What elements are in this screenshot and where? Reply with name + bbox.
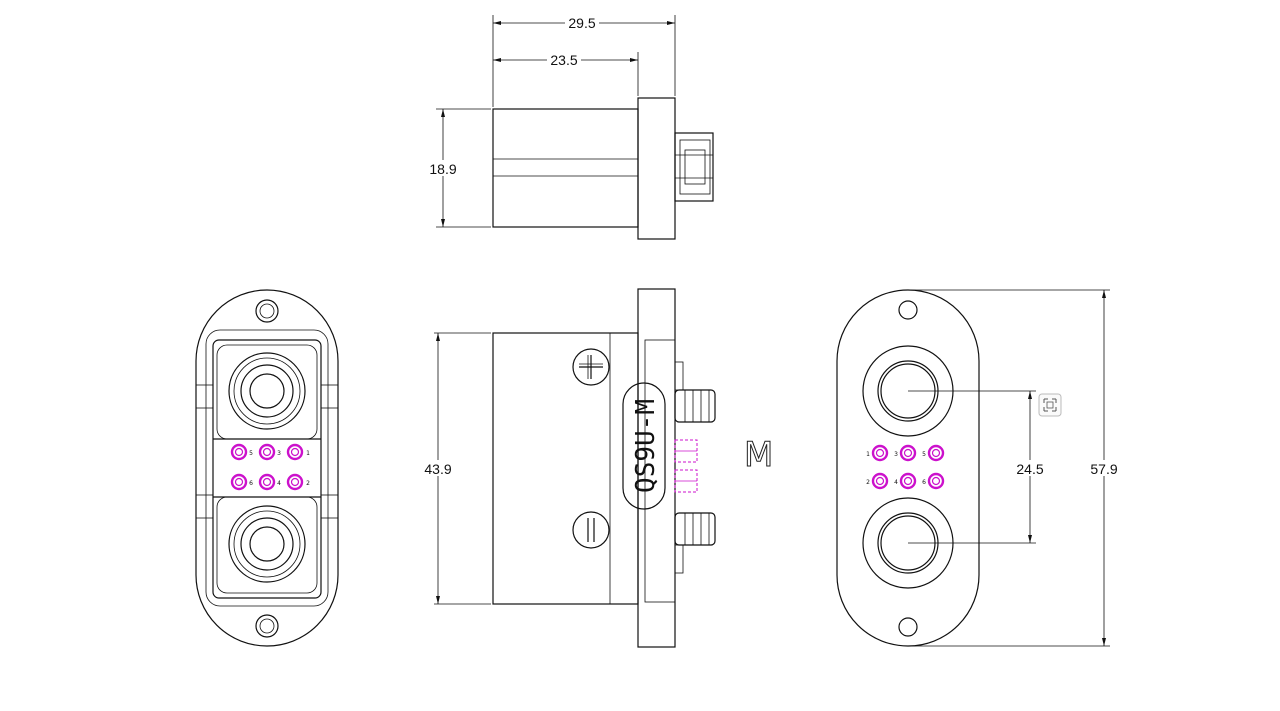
dim-label-overall-height: 57.9 [1090, 461, 1117, 477]
rear-terminal-bottom [674, 512, 716, 574]
front-housing [212, 339, 322, 599]
pin-number: 1 [306, 450, 310, 457]
front-view: 5 3 1 6 4 2 [195, 289, 339, 647]
model-label: QS9U-M [622, 382, 666, 510]
pin-number: 4 [894, 479, 898, 486]
dimension-side-height: 43.9 [421, 332, 491, 605]
pin-number: 4 [277, 480, 281, 487]
front-outer-plate [195, 289, 339, 647]
side-view-body [492, 332, 639, 605]
dimension-top-height: 18.9 [426, 108, 491, 228]
top-view-flange [637, 97, 676, 240]
front-mount-hole-top [255, 299, 279, 323]
rear-signal-pins: 1 3 5 2 4 6 [866, 444, 945, 490]
dim-label-top-height: 18.9 [429, 161, 456, 177]
pin-number: 1 [866, 451, 870, 458]
dimension-top-total: 29.5 [492, 15, 676, 107]
dim-label-body-width: 23.5 [550, 52, 577, 68]
top-view-body [492, 108, 639, 228]
dimension-overall-height: 57.9 [908, 289, 1121, 647]
top-view: 29.5 23.5 18.9 [426, 15, 714, 240]
variant-letter: M [744, 435, 773, 475]
pin-number: 3 [277, 450, 281, 457]
pin-number: 5 [922, 451, 926, 458]
rear-mount-hole-bottom [898, 617, 918, 637]
rear-mount-hole-top [898, 300, 918, 320]
front-power-socket-bottom [216, 496, 318, 594]
dimension-top-body: 23.5 [493, 52, 639, 96]
pin-number: 5 [249, 450, 253, 457]
plus-symbol-icon [572, 348, 610, 386]
rear-view: 1 3 5 2 4 6 24.5 57.9 [836, 289, 1121, 647]
capture-icon[interactable] [1038, 393, 1062, 417]
front-power-socket-top [216, 344, 318, 440]
dim-label-pitch: 24.5 [1016, 461, 1043, 477]
dimension-pitch: 24.5 [908, 390, 1047, 544]
pin-number: 6 [249, 480, 253, 487]
dim-label-side-height: 43.9 [424, 461, 451, 477]
pin-number: 2 [866, 479, 870, 486]
model-label-text: QS9U-M [631, 399, 661, 493]
top-view-rear-connector [674, 132, 714, 202]
minus-symbol-icon [572, 511, 610, 549]
pin-number: 2 [306, 480, 310, 487]
side-view: QS9U-M M 43.9 [421, 288, 774, 648]
front-mount-hole-bottom [255, 614, 279, 638]
rear-signal-contacts [674, 439, 698, 493]
rear-terminal-top [674, 361, 716, 423]
front-signal-pins: 5 3 1 6 4 2 [230, 443, 310, 491]
pin-number: 3 [894, 451, 898, 458]
rear-outer-plate [836, 289, 980, 647]
dim-label-total-width: 29.5 [568, 15, 595, 31]
pin-number: 6 [922, 479, 926, 486]
